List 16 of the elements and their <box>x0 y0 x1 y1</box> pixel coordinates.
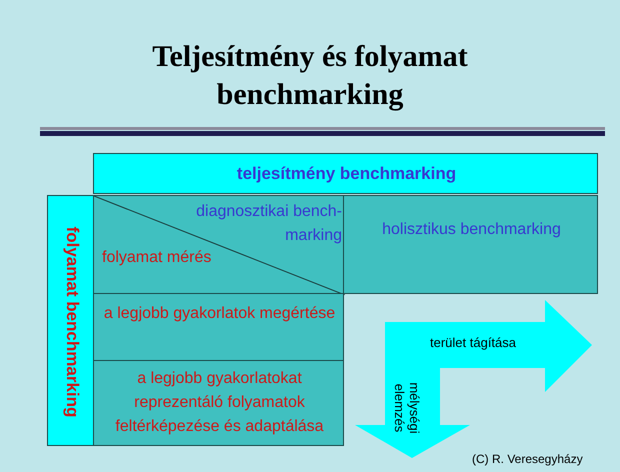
column-label: diagnosztikai bench- marking <box>195 202 342 246</box>
matrix-cell <box>343 195 598 294</box>
header-label: folyamat benchmarking <box>62 225 82 419</box>
cell-label: a legjobb gyakorlatok megértése <box>102 304 336 324</box>
title: Teljesítmény és folyamat benchmarking <box>151 39 469 113</box>
header-label: teljesítmény benchmarking <box>236 163 458 185</box>
header-band <box>93 153 598 194</box>
cell-label: holisztikus benchmarking <box>381 220 562 240</box>
arrow-label: terület tágítása <box>430 335 516 350</box>
arrow-label: mélységi elemzés <box>392 381 422 436</box>
credit-note: (C) R. Veresegyházy <box>472 452 583 467</box>
header-band <box>47 195 94 446</box>
matrix-cell <box>93 360 344 446</box>
cell-label: a legjobb gyakorlatokat reprezentáló folyamatok feltérképezése és adaptálása <box>114 369 325 437</box>
matrix-cell <box>93 293 344 361</box>
row-label: folyamat mérés <box>102 248 212 268</box>
